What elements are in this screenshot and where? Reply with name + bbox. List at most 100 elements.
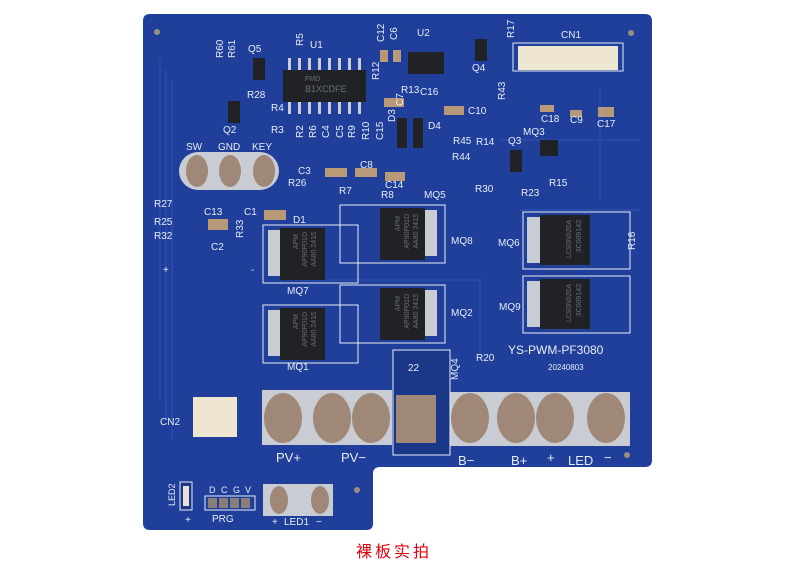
u1-chip	[283, 70, 366, 102]
label-c6: C6	[389, 27, 400, 40]
label-minus-left: -	[251, 265, 255, 276]
u1-code-marking: B1XCDFE	[305, 84, 347, 94]
b-minus-square-pad	[396, 395, 436, 443]
label-r2: R2	[295, 125, 306, 138]
label-c1: C1	[244, 207, 257, 218]
mq1-brand-marking: APM	[293, 314, 300, 330]
prg-pin-c: C	[221, 485, 228, 495]
mq1-part-marking: AP90P01D	[302, 312, 309, 347]
label-r16: R16	[627, 231, 638, 250]
terminal-pv-minus: PV−	[341, 450, 366, 465]
traces	[159, 60, 640, 440]
label-mq3: MQ3	[523, 127, 545, 138]
label-r7: R7	[339, 186, 352, 197]
label-plus-left: +	[163, 265, 169, 276]
label-u2: U2	[417, 28, 430, 39]
u1-brand-marking: FMD	[305, 76, 321, 83]
terminal-b-minus: B−	[458, 453, 475, 468]
board-date: 20240803	[548, 363, 584, 372]
label-q4: Q4	[472, 63, 486, 74]
label-r8: R8	[381, 190, 394, 201]
cn1-connector	[518, 46, 618, 70]
label-led1: LED1	[284, 517, 310, 528]
label-c3: C3	[298, 166, 311, 177]
label-c14: C14	[385, 180, 404, 191]
label-c17: C17	[597, 119, 616, 130]
prg-pin-g: G	[233, 485, 241, 495]
label-c2: C2	[211, 242, 224, 253]
label-r60: R60	[215, 39, 226, 58]
label-c16: C16	[420, 87, 439, 98]
label-mq7: MQ7	[287, 286, 309, 297]
board-model: YS-PWM-PF3080	[508, 343, 604, 357]
terminal-led-plus: +	[547, 450, 555, 465]
label-r6: R6	[308, 125, 319, 138]
label-mq2: MQ2	[451, 308, 473, 319]
label-key: KEY	[252, 142, 273, 153]
label-mq8: MQ8	[451, 236, 473, 247]
label-r61: R61	[227, 39, 238, 58]
terminal-led: LED	[568, 453, 594, 468]
label-r10: R10	[361, 121, 372, 140]
label-r28: R28	[247, 90, 266, 101]
label-led2: LED2	[167, 483, 177, 506]
label-u1: U1	[310, 40, 323, 51]
label-mq6: MQ6	[498, 238, 520, 249]
label-c8: C8	[360, 160, 373, 171]
label-r25: R25	[154, 217, 173, 228]
terminal-b-plus: B+	[511, 453, 528, 468]
label-c10: C10	[468, 106, 487, 117]
mq7-lot-marking: AA80 2415	[311, 232, 318, 267]
label-r12: R12	[371, 61, 382, 80]
mq8-lot-marking: AA80 2415	[413, 214, 420, 249]
mq1-lot-marking: AA80 2415	[311, 312, 318, 347]
label-c18: C18	[541, 114, 560, 125]
label-r44: R44	[452, 152, 471, 163]
label-r14: R14	[476, 137, 495, 148]
mq8-part-marking: AP90P01D	[404, 214, 411, 249]
mq2-brand-marking: APM	[395, 296, 402, 312]
mq9-part-marking: LC90N020A	[566, 284, 573, 323]
mq6-lot-marking: 3C009143	[576, 220, 583, 253]
label-r9: R9	[347, 125, 358, 138]
label-mq9: MQ9	[499, 302, 521, 313]
label-d4: D4	[428, 121, 441, 132]
label-r43: R43	[497, 81, 508, 100]
photo-caption: 裸板实拍	[356, 542, 433, 561]
prg-pin-d: D	[209, 485, 216, 495]
label-r3: R3	[271, 125, 284, 136]
label-r27: R27	[154, 199, 173, 210]
label-mq4: MQ4	[450, 358, 461, 380]
label-led1-plus: +	[272, 517, 278, 528]
label-q3: Q3	[508, 136, 522, 147]
label-cn2: CN2	[160, 417, 181, 428]
label-r45: R45	[453, 136, 472, 147]
label-d1: D1	[293, 215, 306, 226]
mq2-part-marking: AP90P01D	[404, 294, 411, 329]
label-r30: R30	[475, 184, 494, 195]
label-led1-minus: −	[316, 517, 322, 528]
label-mq1: MQ1	[287, 362, 309, 373]
label-c12: C12	[376, 23, 387, 42]
label-c7: C7	[395, 93, 406, 106]
label-r33: R33	[235, 219, 246, 238]
label-c9: C9	[570, 115, 583, 126]
label-22: 22	[408, 363, 420, 374]
label-r5: R5	[295, 33, 306, 46]
label-led2-plus: +	[185, 515, 191, 526]
label-c13: C13	[204, 207, 223, 218]
label-d3: D3	[387, 109, 398, 122]
mq8-brand-marking: APM	[395, 216, 402, 232]
label-r17: R17	[506, 19, 517, 38]
mq7-part-marking: AP90P01D	[302, 232, 309, 267]
label-mq5: MQ5	[424, 190, 446, 201]
label-c5: C5	[335, 125, 346, 138]
label-r15: R15	[549, 178, 568, 189]
label-gnd: GND	[218, 142, 241, 153]
cn2-connector	[193, 397, 237, 437]
label-r26: R26	[288, 178, 307, 189]
terminal-pv-plus: PV+	[276, 450, 301, 465]
mq7-brand-marking: APM	[293, 234, 300, 250]
